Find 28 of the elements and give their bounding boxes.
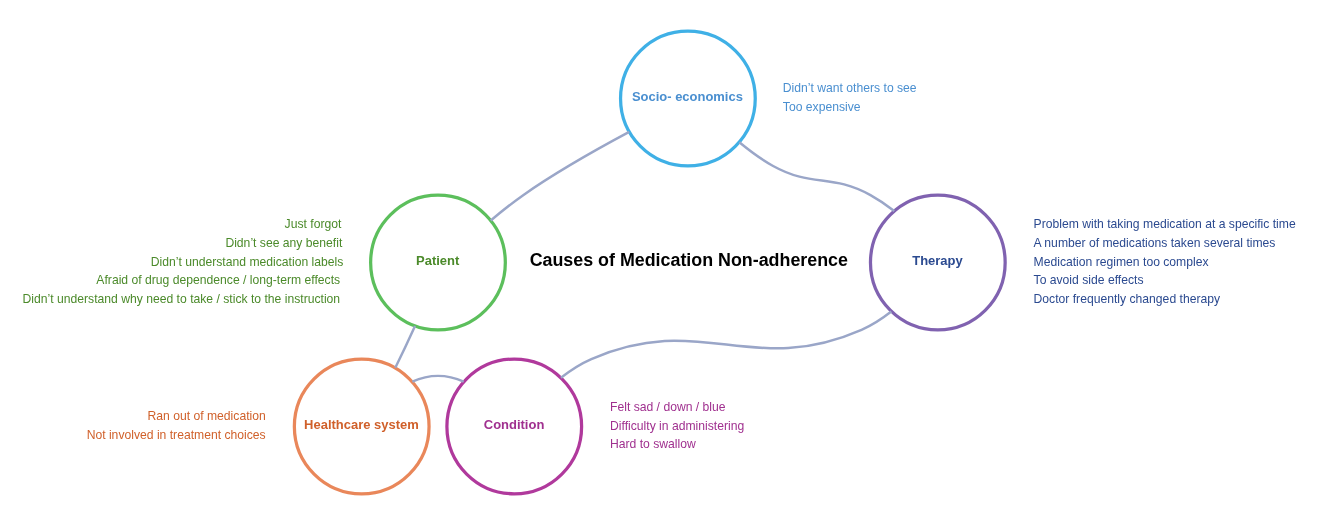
node-label: Didn’t understand medication labels	[150, 254, 344, 269]
connector	[489, 130, 630, 222]
node-label: Felt sad / down / blue	[610, 399, 726, 414]
node-circle: Socio- economics	[618, 29, 757, 168]
node-label: To avoid side effects	[1033, 273, 1144, 288]
node-label: Medication regimen too complex	[1033, 254, 1209, 269]
connector	[560, 310, 892, 379]
node-label: Ran out of medication	[147, 408, 266, 423]
node-circle: Healthcare system	[292, 357, 431, 496]
connector	[738, 141, 895, 212]
node-label: Just forgot	[284, 217, 342, 232]
node-label: Too expensive	[782, 99, 861, 114]
node-label: Not involved in treatment choices	[86, 427, 266, 442]
node-label: Afraid of drug dependence / long-term effects	[96, 273, 341, 288]
node-text: Causes of Medication Non-adherence	[529, 250, 848, 271]
node-label: Didn’t see any benefit	[225, 236, 343, 251]
node-label: Difficulty in administering	[610, 418, 745, 433]
node-label: Didn’t understand why need to take / stick to the instruction	[22, 292, 341, 307]
node-label: Doctor frequently changed therapy	[1033, 292, 1221, 307]
node-circle: Patient	[369, 193, 507, 332]
connector	[394, 325, 417, 369]
node-label: Problem with taking medication at a specific time	[1033, 217, 1296, 232]
node-circle: Therapy	[868, 193, 1007, 332]
node-label: A number of medications taken several times	[1033, 236, 1276, 251]
connector	[411, 374, 465, 383]
node-circle: Condition	[445, 357, 584, 496]
node-label: Hard to swallow	[610, 437, 696, 452]
node-label: Didn’t want others to see	[782, 81, 917, 96]
